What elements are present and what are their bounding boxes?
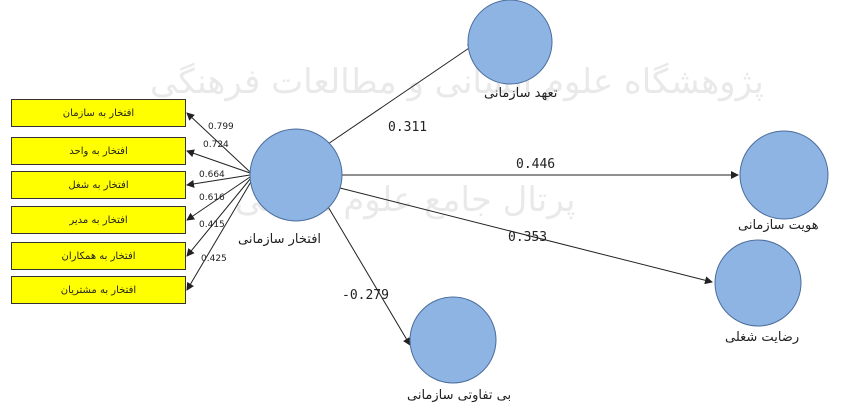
watermark-line-1: پژوهشگاه علوم انسانی و مطالعات فرهنگی	[150, 62, 764, 102]
node-label-job-satisfaction: رضایت شغلی	[725, 330, 800, 345]
indicator-label: افتخار به سازمان	[62, 107, 135, 119]
indicator-box-2: افتخار به واحد	[11, 137, 186, 165]
node-label-organizational-pride: افتخار سازمانی	[238, 232, 322, 247]
loading-value: 0.799	[208, 122, 234, 132]
node-organizational-indifference	[409, 296, 497, 384]
indicator-box-3: افتخار به شغل	[11, 171, 186, 199]
indicator-label: افتخار به مدیر	[69, 214, 128, 226]
node-organizational-pride	[249, 128, 343, 222]
loading-arrow-5	[186, 177, 252, 257]
node-organizational-commitment	[467, 0, 553, 85]
loading-value: 0.616	[199, 193, 225, 203]
indicator-box-4: افتخار به مدیر	[11, 206, 186, 234]
path-coefficient: 0.446	[516, 157, 556, 172]
path-coefficient: 0.311	[388, 120, 428, 135]
loading-value: 0.724	[203, 140, 229, 150]
path-arrow-indifference	[326, 204, 411, 346]
loading-value: 0.425	[201, 254, 227, 264]
node-label-organizational-indifference: بی تفاوتی سازمانی	[407, 388, 512, 403]
indicator-box-6: افتخار به مشتریان	[11, 276, 186, 304]
node-label-organizational-commitment: تعهد سازمانی	[484, 86, 558, 101]
node-job-satisfaction	[714, 239, 802, 327]
node-organizational-identity	[739, 130, 829, 220]
indicator-label: افتخار به مشتریان	[60, 284, 137, 296]
loading-value: 0.664	[199, 170, 225, 180]
node-label-organizational-identity: هویت سازمانی	[738, 218, 819, 233]
path-arrow-commitment	[324, 43, 476, 147]
loading-value: 0.415	[199, 220, 225, 230]
loading-arrow-3	[186, 174, 251, 188]
indicator-label: افتخار به شغل	[68, 179, 129, 191]
path-coefficient: 0.353	[508, 230, 548, 245]
loading-arrow-2	[186, 149, 251, 174]
indicator-label: افتخار به همکاران	[61, 250, 136, 262]
loading-arrow-4	[186, 176, 251, 221]
indicator-label: افتخار به واحد	[69, 145, 128, 157]
indicator-box-5: افتخار به همکاران	[11, 242, 186, 270]
loading-arrow-6	[186, 179, 253, 291]
path-arrow-satisfaction	[339, 187, 713, 285]
loading-arrow-1	[186, 112, 251, 173]
indicator-box-1: افتخار به سازمان	[11, 99, 186, 127]
path-coefficient: -0.279	[342, 288, 389, 303]
